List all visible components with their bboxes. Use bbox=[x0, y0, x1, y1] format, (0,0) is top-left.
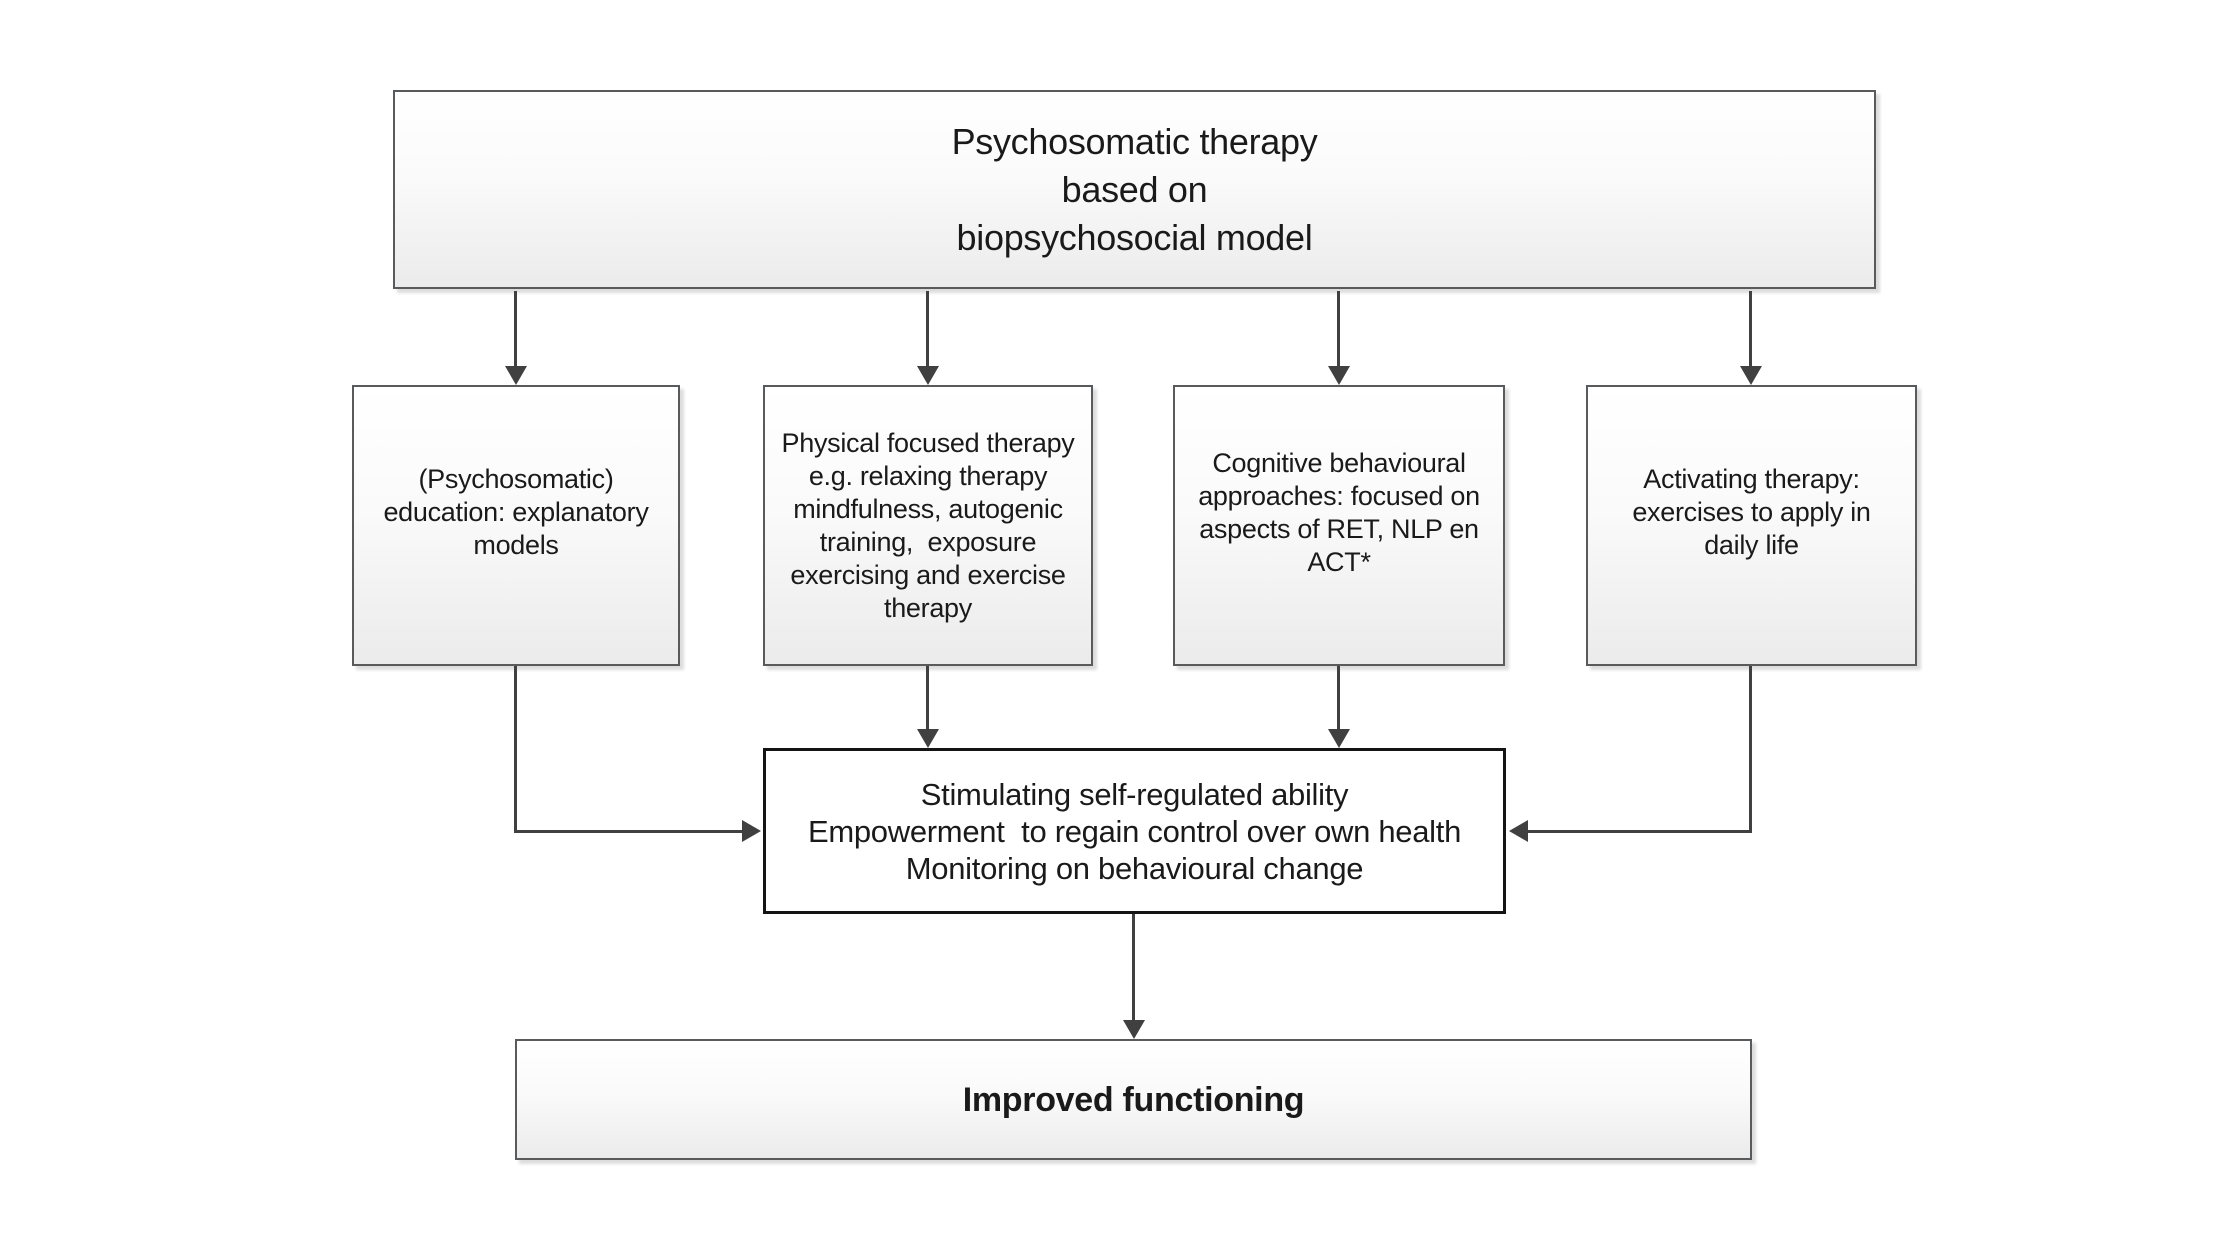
arrowhead-down-icon bbox=[917, 729, 939, 748]
node-text-line: daily life bbox=[1704, 530, 1799, 560]
arrowhead-down-icon bbox=[1328, 729, 1350, 748]
arrowhead-right-icon bbox=[742, 820, 761, 842]
connector-top-to-cognitive bbox=[1337, 291, 1340, 368]
connector-physical-to-outcome bbox=[926, 666, 929, 731]
node-text-line: education: explanatory bbox=[383, 497, 649, 527]
node-text-line: Monitoring on behavioural change bbox=[905, 850, 1364, 886]
node-text-line: e.g. relaxing therapy bbox=[808, 460, 1048, 491]
arrowhead-down-icon bbox=[1328, 366, 1350, 385]
node-text-line: Cognitive behavioural bbox=[1212, 447, 1466, 478]
node-text-line: Activating therapy: bbox=[1643, 464, 1860, 494]
node-physical-focused-therapy: Physical focused therapy e.g. relaxing t… bbox=[763, 385, 1093, 666]
connector-activating-elbow-horizontal bbox=[1527, 830, 1752, 833]
connector-cognitive-to-outcome bbox=[1337, 666, 1340, 731]
node-activating-therapy: Activating therapy: exercises to apply i… bbox=[1586, 385, 1917, 666]
node-text-line: exercises to apply in bbox=[1632, 497, 1871, 527]
arrowhead-down-icon bbox=[505, 366, 527, 385]
node-text-line: biopsychosocial model bbox=[956, 216, 1313, 258]
node-psychosomatic-education: (Psychosomatic) education: explanatory m… bbox=[352, 385, 680, 666]
node-self-regulation-outcomes: Stimulating self-regulated ability Empow… bbox=[763, 748, 1506, 914]
node-psychosomatic-therapy: Psychosomatic therapy based on biopsycho… bbox=[393, 90, 1876, 289]
node-text-line: exercising and exercise bbox=[790, 559, 1066, 590]
arrowhead-down-icon bbox=[1740, 366, 1762, 385]
node-text-line: Stimulating self-regulated ability bbox=[920, 776, 1349, 812]
connector-top-to-education bbox=[514, 291, 517, 368]
node-text-line: Empowerment to regain control over own h… bbox=[807, 813, 1462, 849]
node-text-line: therapy bbox=[884, 592, 972, 623]
connector-top-to-activating bbox=[1749, 291, 1752, 368]
connector-activating-elbow-vertical bbox=[1749, 666, 1752, 833]
node-text-line: Psychosomatic therapy bbox=[951, 120, 1318, 162]
node-text-line: training, exposure bbox=[819, 526, 1037, 557]
node-text-line: based on bbox=[1061, 168, 1208, 210]
connector-top-to-physical bbox=[926, 291, 929, 368]
arrowhead-left-icon bbox=[1509, 820, 1528, 842]
node-cognitive-behavioural-approaches: Cognitive behavioural approaches: focuse… bbox=[1173, 385, 1505, 666]
node-text-line: aspects of RET, NLP en bbox=[1199, 513, 1479, 544]
node-text-line: Physical focused therapy bbox=[781, 427, 1075, 458]
node-text-line: ACT* bbox=[1307, 546, 1371, 577]
node-text-line: (Psychosomatic) bbox=[418, 464, 614, 494]
connector-outcome-to-result bbox=[1132, 914, 1135, 1022]
arrowhead-down-icon bbox=[917, 366, 939, 385]
node-text-line: Improved functioning bbox=[962, 1080, 1305, 1119]
connector-education-elbow-horizontal bbox=[514, 830, 744, 833]
arrowhead-down-icon bbox=[1123, 1020, 1145, 1039]
node-text-line: models bbox=[473, 530, 559, 560]
node-text-line: approaches: focused on bbox=[1198, 480, 1480, 511]
node-text-line: mindfulness, autogenic bbox=[793, 493, 1063, 524]
connector-education-elbow-vertical bbox=[514, 666, 517, 833]
node-improved-functioning: Improved functioning bbox=[515, 1039, 1752, 1160]
